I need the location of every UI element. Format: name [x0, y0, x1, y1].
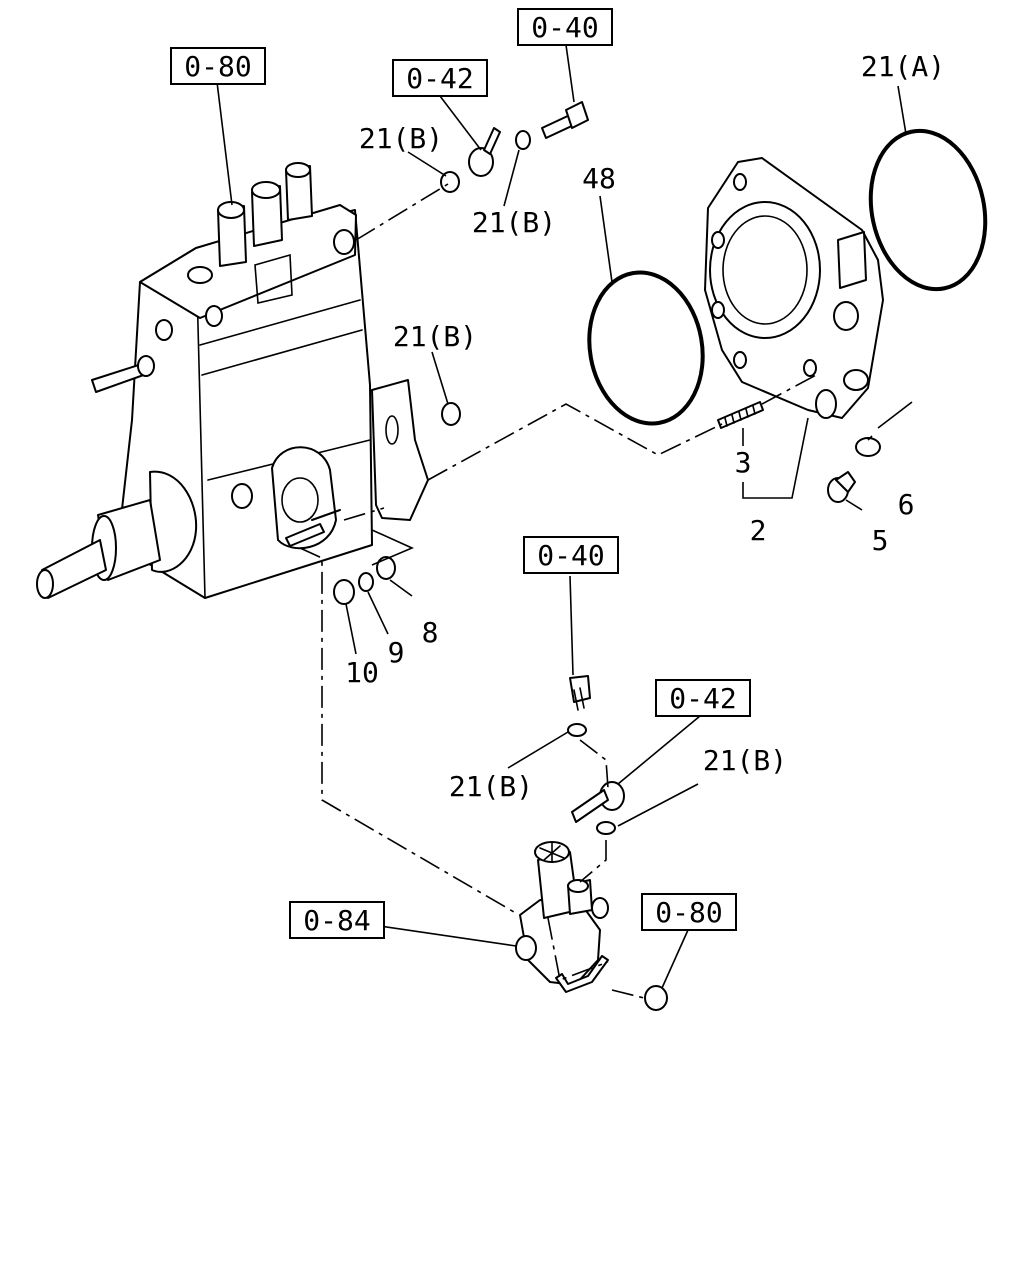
ref-box-label: 0-80 [184, 50, 251, 83]
ref-box-label: 0-40 [537, 539, 604, 572]
washer-part [440, 171, 460, 193]
adapter-housing [704, 157, 884, 419]
ref-box-label: 0-84 [303, 904, 370, 937]
callout-label: 21(A) [861, 50, 945, 83]
o-ring-21a [868, 128, 988, 292]
assembly-lines [299, 183, 819, 999]
nut-part [644, 985, 668, 1011]
washer-part [441, 402, 461, 426]
washer-part [567, 723, 587, 737]
callout-label: 2 [750, 514, 767, 547]
callout-label: 10 [345, 656, 379, 689]
nut-part [333, 579, 355, 605]
injection-pump-body [36, 162, 429, 599]
callout-label: 48 [582, 162, 616, 195]
callout-label: 21(B) [449, 770, 533, 803]
callout-label: 21(B) [703, 744, 787, 777]
ref-box: 0-84 [289, 901, 385, 939]
ref-box: 0-40 [517, 8, 613, 46]
callout-label: 6 [898, 488, 915, 521]
o-ring-48 [587, 270, 705, 426]
washer-part [596, 821, 616, 835]
stud-part [717, 401, 764, 429]
ref-box: 0-42 [392, 59, 488, 97]
ref-box: 0-42 [655, 679, 751, 717]
callout-label: 9 [388, 636, 405, 669]
feed-pump [515, 841, 609, 993]
leader-lines [216, 44, 913, 989]
banjo-bolt-part [541, 101, 589, 139]
ref-box: 0-80 [170, 47, 266, 85]
ref-box-label: 0-80 [655, 896, 722, 929]
washer-part [376, 556, 396, 580]
callout-label: 21(B) [472, 206, 556, 239]
washer-part [515, 130, 531, 150]
ref-box-label: 0-42 [669, 682, 736, 715]
callout-label: 8 [422, 616, 439, 649]
eye-bolt-part [571, 781, 625, 823]
callout-label: 5 [872, 524, 889, 557]
lock-washer-part [358, 572, 374, 592]
ref-box: 0-40 [523, 536, 619, 574]
ref-box: 0-80 [641, 893, 737, 931]
eye-bolt-part [468, 127, 501, 177]
callout-label: 3 [735, 446, 752, 479]
ref-box-label: 0-40 [531, 11, 598, 44]
banjo-bolt-part [569, 675, 591, 711]
callout-label: 21(B) [393, 320, 477, 353]
washer-part [855, 437, 881, 457]
plug-part [827, 471, 856, 503]
callout-label: 21(B) [359, 122, 443, 155]
ref-box-label: 0-42 [406, 62, 473, 95]
